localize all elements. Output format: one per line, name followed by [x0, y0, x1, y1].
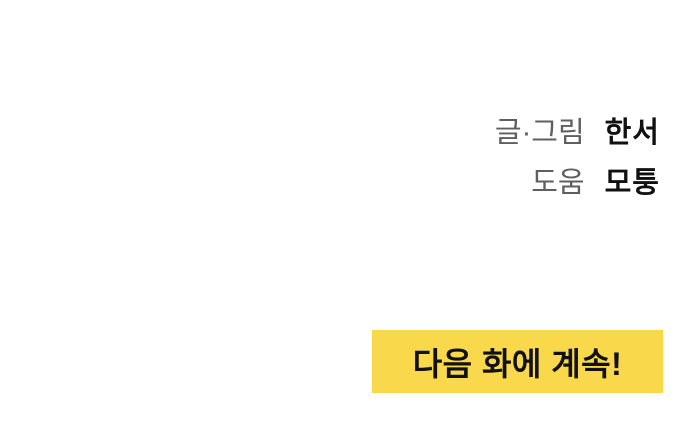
continue-banner-text: 다음 화에 계속! [412, 345, 623, 382]
continue-banner: 다음 화에 계속! [372, 330, 663, 393]
helper-name: 모퉁 [604, 167, 660, 199]
helper-label: 도움 [531, 167, 585, 199]
writer-name: 한서 [604, 117, 660, 149]
writer-label: 글·그림 [494, 117, 585, 149]
credit-row-writer: 글·그림 한서 [495, 108, 660, 158]
credits-block: 글·그림 한서 도움 모퉁 [495, 108, 660, 208]
credit-row-helper: 도움 모퉁 [495, 158, 660, 208]
